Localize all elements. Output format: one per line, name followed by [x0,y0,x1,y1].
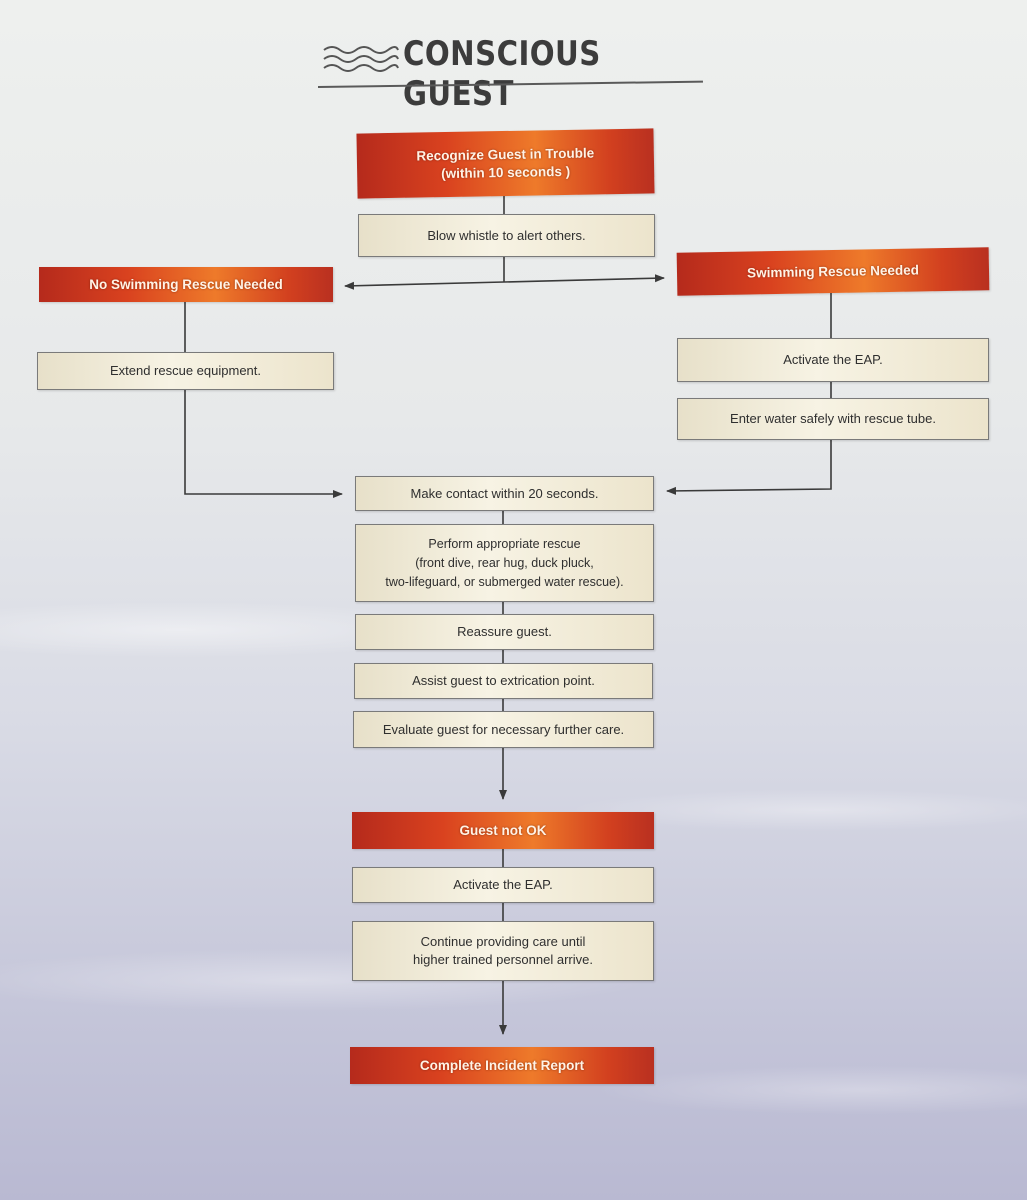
title-block: CONSCIOUS GUEST [317,28,703,114]
node-make-contact: Make contact within 20 seconds. [355,476,654,511]
node-continue-care: Continue providing care until higher tra… [352,921,654,981]
node-swimming-rescue: Swimming Rescue Needed [676,247,990,296]
node-complete-incident-report: Complete Incident Report [350,1047,654,1084]
node-recognize-guest: Recognize Guest in Trouble (within 10 se… [356,128,655,199]
node-activate-eap-swim: Activate the EAP. [677,338,989,382]
node-perform-rescue: Perform appropriate rescue (front dive, … [355,524,654,602]
node-guest-not-ok: Guest not OK [352,812,654,849]
arrow-to-no-swimming [344,281,505,290]
arrow-extend-contact [184,390,343,498]
node-activate-eap-final: Activate the EAP. [352,867,654,903]
node-reassure-guest: Reassure guest. [355,614,654,650]
arrow-enter-contact [666,440,832,495]
page-title: CONSCIOUS GUEST [403,34,601,114]
waves-icon [323,46,399,72]
node-enter-water: Enter water safely with rescue tube. [677,398,989,440]
node-blow-whistle: Blow whistle to alert others. [358,214,655,257]
node-no-swimming-rescue: No Swimming Rescue Needed [39,267,333,302]
node-evaluate-guest: Evaluate guest for necessary further car… [353,711,654,748]
node-assist-extrication: Assist guest to extrication point. [354,663,653,699]
arrow-to-swimming [503,274,665,283]
node-extend-equipment: Extend rescue equipment. [37,352,334,390]
